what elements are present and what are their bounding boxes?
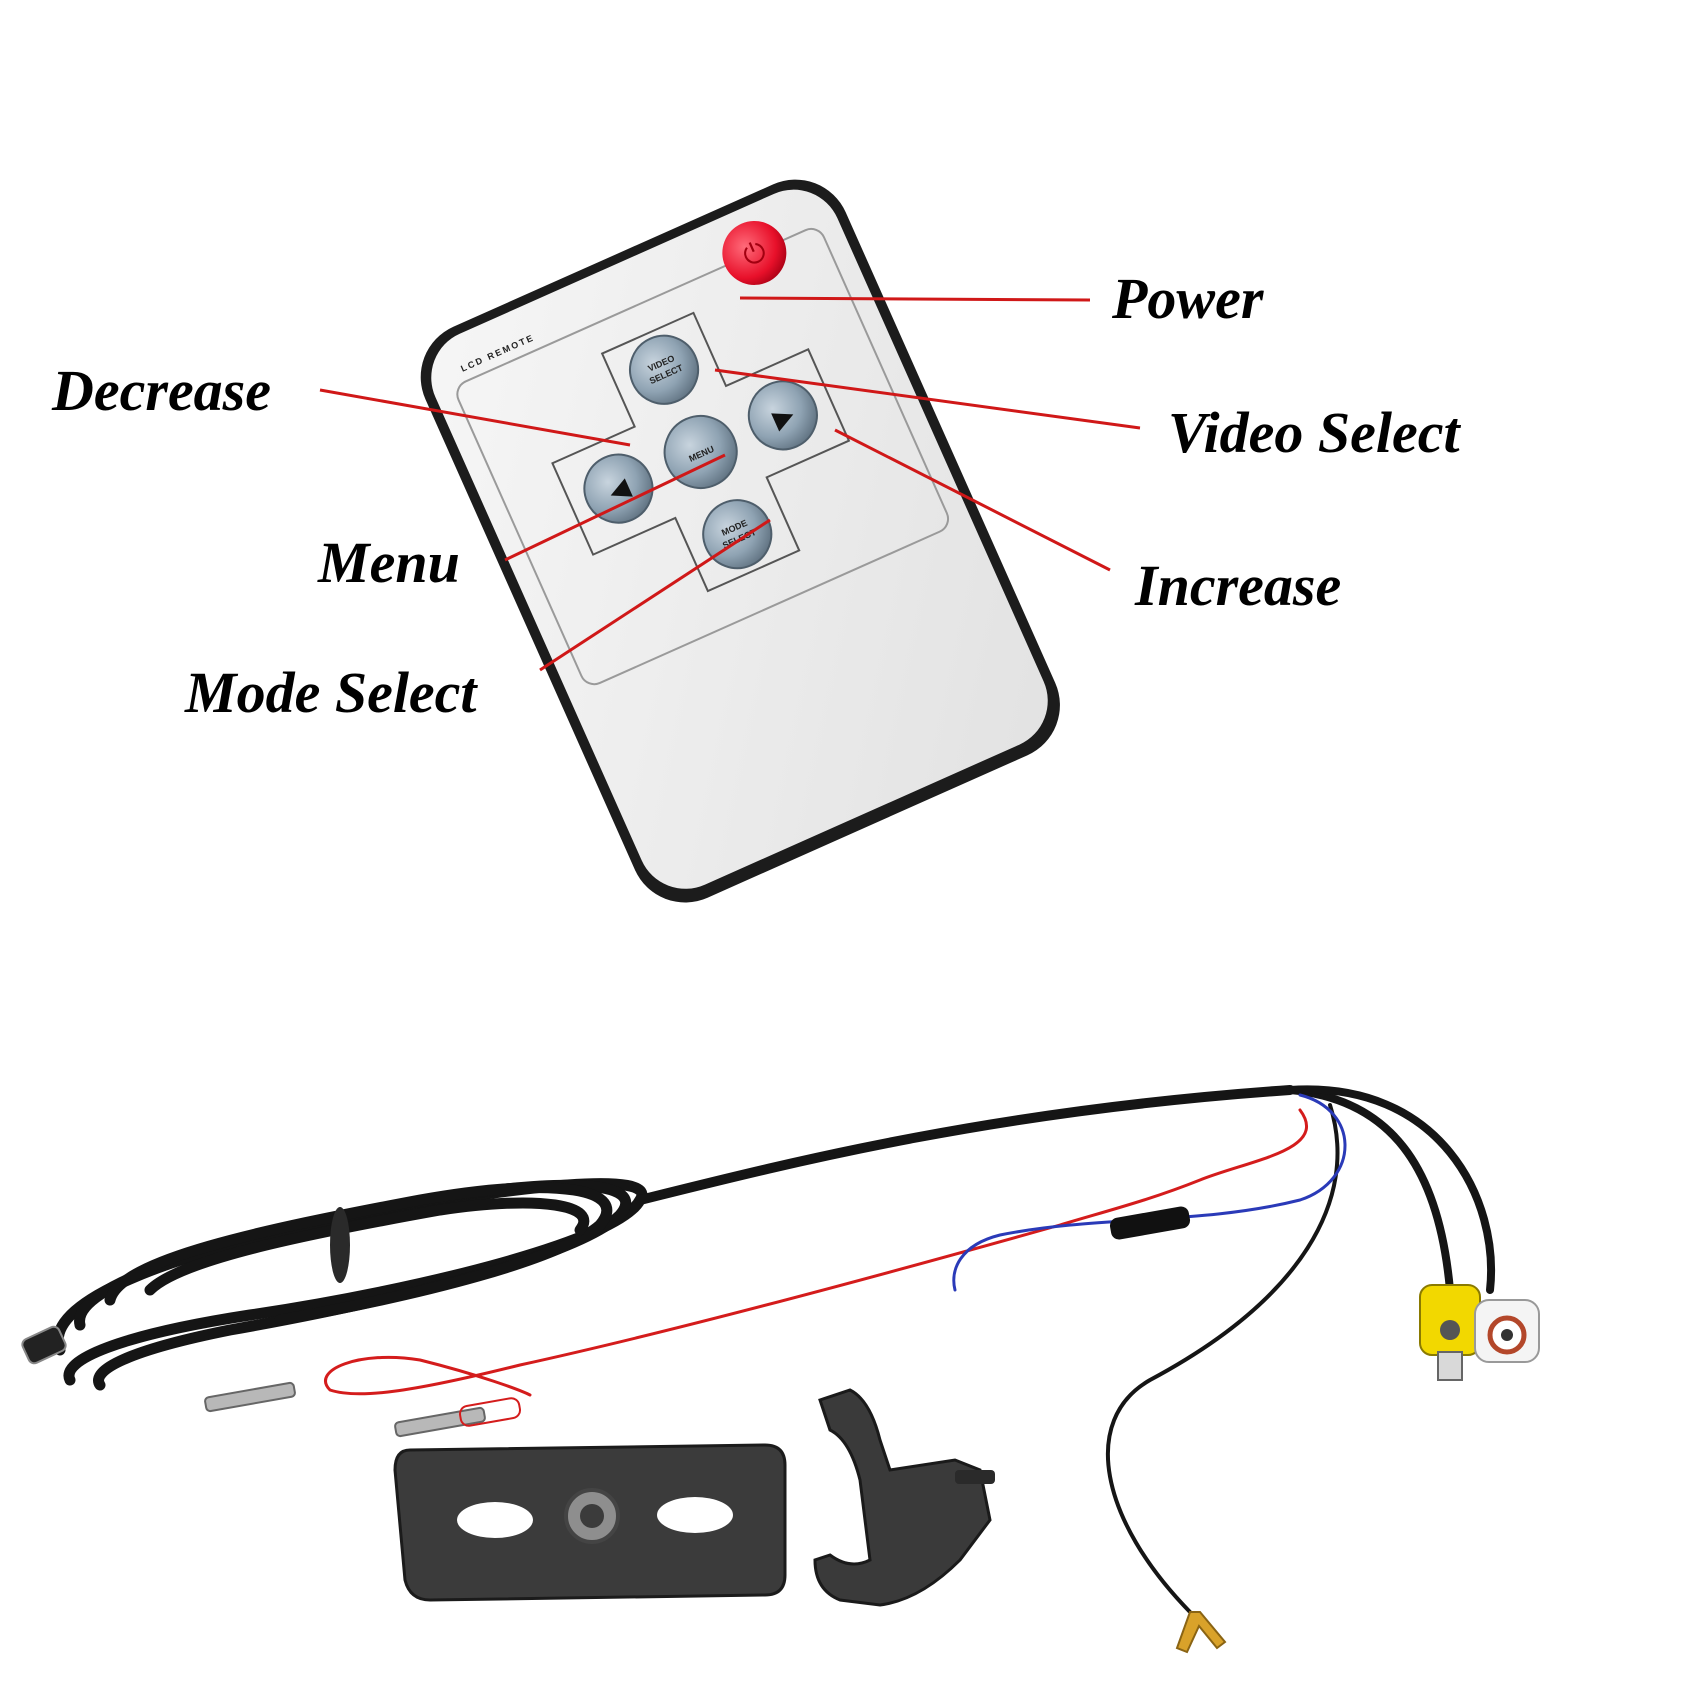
power-button[interactable]: [712, 211, 796, 295]
callout-increase: Increase: [1134, 553, 1341, 618]
leader-line-mode-select: [539, 518, 771, 672]
mounting-plate-slot-right: [657, 1497, 733, 1533]
callout-power: Power: [1111, 266, 1264, 331]
spade-terminal-1: [204, 1381, 296, 1413]
menu-button[interactable]: [653, 404, 748, 499]
remote-panel: [456, 227, 950, 686]
main-cable: [635, 1085, 1295, 1205]
mounting-plate: [393, 1443, 787, 1602]
callout-decrease: Decrease: [51, 358, 271, 423]
video-select-button[interactable]: [619, 325, 709, 415]
red-wire: [324, 1108, 1309, 1397]
leader-lines: [319, 296, 1141, 672]
cable-plug: [21, 1325, 67, 1365]
leader-line-decrease: [319, 388, 631, 447]
leader-line-video-select: [714, 368, 1141, 430]
rca-yellow-connector: [1419, 1284, 1481, 1381]
rca-white-connector: [1474, 1299, 1540, 1363]
callout-mode-select: Mode Select: [184, 660, 478, 725]
cable-tie: [330, 1207, 350, 1283]
leader-line-power: [739, 296, 1091, 302]
ground-wire: [1105, 1103, 1340, 1614]
cable-coil: [52, 1178, 648, 1391]
leader-line-menu: [504, 453, 726, 562]
mounting-bracket: [813, 1388, 995, 1607]
cable-harness: [21, 1085, 1540, 1654]
mounting-plate-slot-left: [457, 1502, 533, 1538]
inline-fuse: [1109, 1206, 1191, 1240]
callout-menu: Menu: [317, 530, 460, 595]
increase-button[interactable]: [738, 370, 828, 460]
callout-video-select: Video Select: [1168, 400, 1461, 465]
spade-terminal-2-sleeve: [458, 1397, 522, 1427]
leader-line-increase: [834, 428, 1111, 572]
dpad-outline: [551, 311, 851, 593]
spade-terminal-2: [394, 1406, 486, 1438]
fork-terminal: [1175, 1611, 1227, 1654]
video-lead-white: [1286, 1085, 1495, 1294]
video-lead-yellow: [1286, 1086, 1454, 1294]
decrease-button[interactable]: [574, 444, 664, 534]
